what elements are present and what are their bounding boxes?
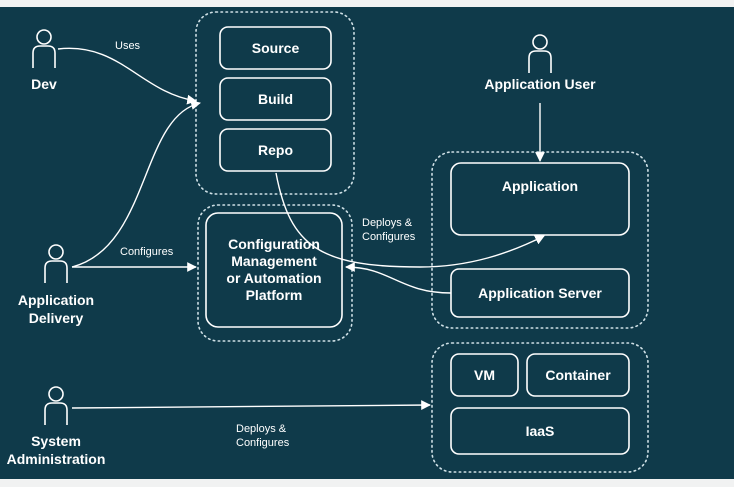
config-line-3: or Automation [226, 270, 321, 286]
iaas-label: IaaS [526, 423, 555, 439]
config-line-2: Management [231, 253, 317, 269]
uses-label: Uses [115, 40, 141, 52]
build-box: Build [219, 77, 332, 121]
config-line-1: Configuration [228, 236, 320, 252]
repo-label: Repo [258, 142, 293, 158]
dev-label: Dev [31, 76, 57, 92]
deploys-bottom-line-2: Configures [236, 437, 290, 449]
repo-box: Repo [219, 128, 332, 172]
vm-box: VM [450, 353, 519, 397]
config-line-4: Platform [246, 287, 303, 303]
container-label: Container [545, 367, 611, 383]
deploys-top-line-1: Deploys & [362, 217, 413, 229]
iaas-box: IaaS [450, 407, 630, 455]
app-server-box: Application Server [450, 268, 630, 318]
vm-label: VM [474, 367, 495, 383]
dev-person-icon [32, 29, 56, 68]
diagram-canvas: Source Build Repo Configuration Manageme… [0, 7, 734, 479]
application-box: Application [450, 162, 630, 236]
repo-deploys-arrow [275, 172, 545, 268]
sysadmin-deploys-arrow [71, 400, 431, 410]
sys-admin-label-1: System [31, 433, 81, 449]
config-platform-group [197, 204, 353, 342]
dev-uses-arrow [57, 47, 197, 105]
app-delivery-label-1: Application [18, 292, 94, 308]
app-delivery-label-2: Delivery [29, 310, 84, 326]
infrastructure-group [431, 342, 649, 473]
sys-admin-label-2: Administration [7, 451, 106, 467]
app-server-label: Application Server [478, 285, 602, 301]
app-user-label: Application User [484, 76, 596, 92]
source-label: Source [252, 40, 300, 56]
container-box: Container [526, 353, 630, 397]
build-label: Build [258, 91, 293, 107]
server-to-config-arrow [345, 262, 452, 294]
source-box: Source [219, 26, 332, 70]
app-user-person-icon [528, 34, 552, 73]
config-platform-box: Configuration Management or Automation P… [205, 212, 343, 328]
application-group [431, 151, 649, 329]
application-label: Application [502, 178, 578, 194]
pipeline-group [195, 11, 355, 195]
deploys-top-line-2: Configures [362, 231, 416, 243]
delivery-to-build-arrow [71, 100, 201, 268]
configures-label: Configures [120, 246, 174, 258]
architecture-diagram: Source Build Repo Configuration Manageme… [7, 11, 649, 473]
deploys-bottom-line-1: Deploys & [236, 423, 287, 435]
sys-admin-person-icon [44, 386, 68, 425]
app-delivery-person-icon [44, 244, 68, 283]
